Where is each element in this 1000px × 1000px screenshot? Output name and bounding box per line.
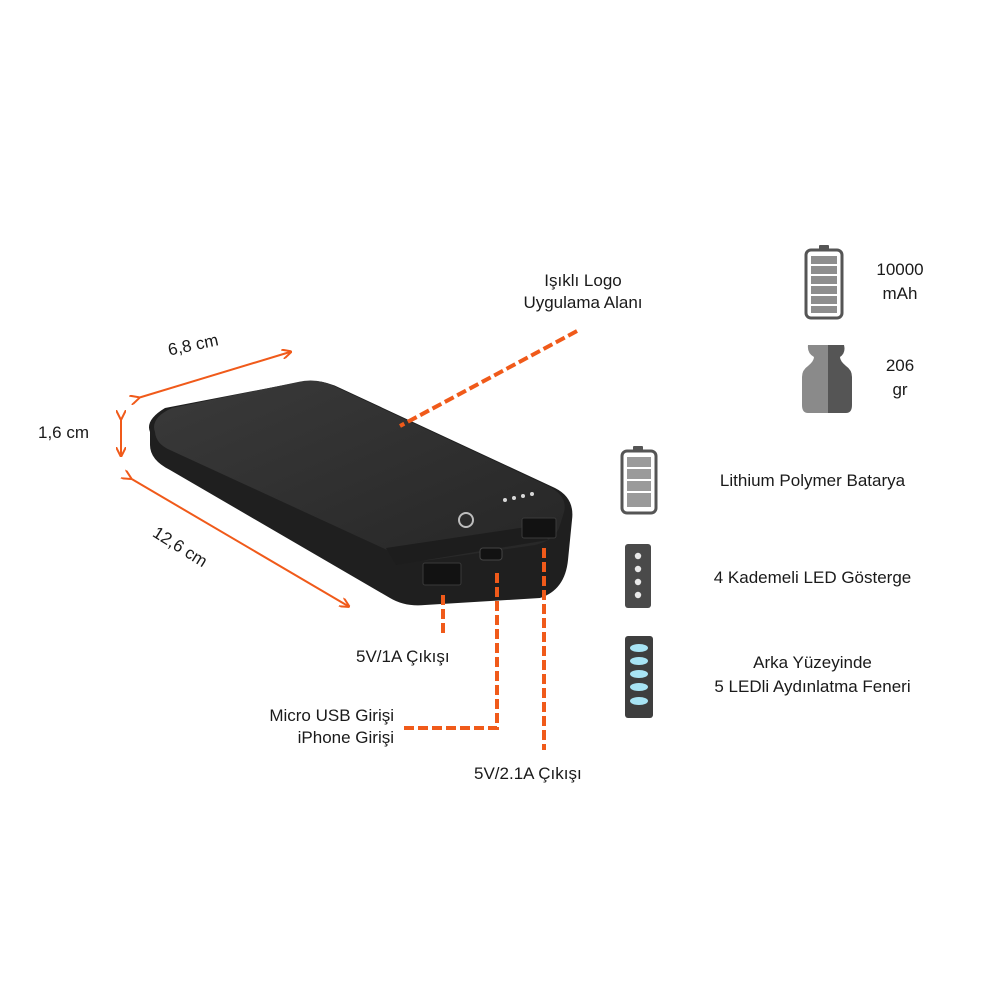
battery-type-text: Lithium Polymer Batarya: [719, 471, 906, 490]
led-indicator-spec: 4 Kademeli LED Gösterge: [680, 566, 945, 590]
height-label: 1,6 cm: [38, 423, 90, 442]
battery-type-spec: Lithium Polymer Batarya: [680, 469, 945, 493]
capacity-value: 10000: [876, 260, 924, 279]
input-line-1: Micro USB Girişi: [269, 706, 394, 725]
logo-area-line-1: Işıklı Logo: [544, 271, 622, 290]
usb-port-1a: [422, 562, 462, 586]
flashlight-line-1: Arka Yüzeyinde: [753, 653, 872, 672]
length-arrow: [130, 478, 348, 606]
flashlight-leds-icon: [625, 636, 653, 718]
battery-cells-icon: [620, 446, 658, 515]
logo-area-line-2: Uygulama Alanı: [523, 293, 643, 312]
weight-unit: gr: [892, 380, 908, 399]
micro-usb-port: [479, 547, 503, 561]
width-arrow: [138, 352, 290, 398]
input-leader-line: [400, 573, 499, 730]
indicator-leds: [503, 492, 534, 502]
power-button-icon: [458, 512, 474, 528]
capacity-spec: 10000 mAh: [860, 258, 940, 306]
logo-area-callout: Işıklı Logo Uygulama Alanı: [488, 270, 678, 314]
flashlight-line-2: 5 LEDli Aydınlatma Feneri: [714, 677, 911, 696]
led-indicator-icon: [625, 544, 651, 608]
weight-spec: 206 gr: [860, 354, 940, 402]
power-bank-device: [149, 380, 573, 606]
weight-value: 206: [885, 356, 915, 375]
battery-icon: [804, 245, 844, 320]
logo-leader-line: [399, 329, 578, 428]
capacity-unit: mAh: [882, 284, 918, 303]
flashlight-spec: Arka Yüzeyinde 5 LEDli Aydınlatma Feneri: [680, 651, 945, 699]
led-indicator-text: 4 Kademeli LED Gösterge: [713, 568, 912, 587]
usb-port-2a: [521, 517, 557, 539]
input-line-2: iPhone Girişi: [297, 728, 394, 747]
output-1a-callout: 5V/1A Çıkışı: [356, 647, 450, 666]
output-2a-callout: 5V/2.1A Çıkışı: [474, 764, 582, 783]
weight-icon: [802, 345, 852, 413]
input-callout: Micro USB Girişi iPhone Girişi: [226, 705, 394, 749]
